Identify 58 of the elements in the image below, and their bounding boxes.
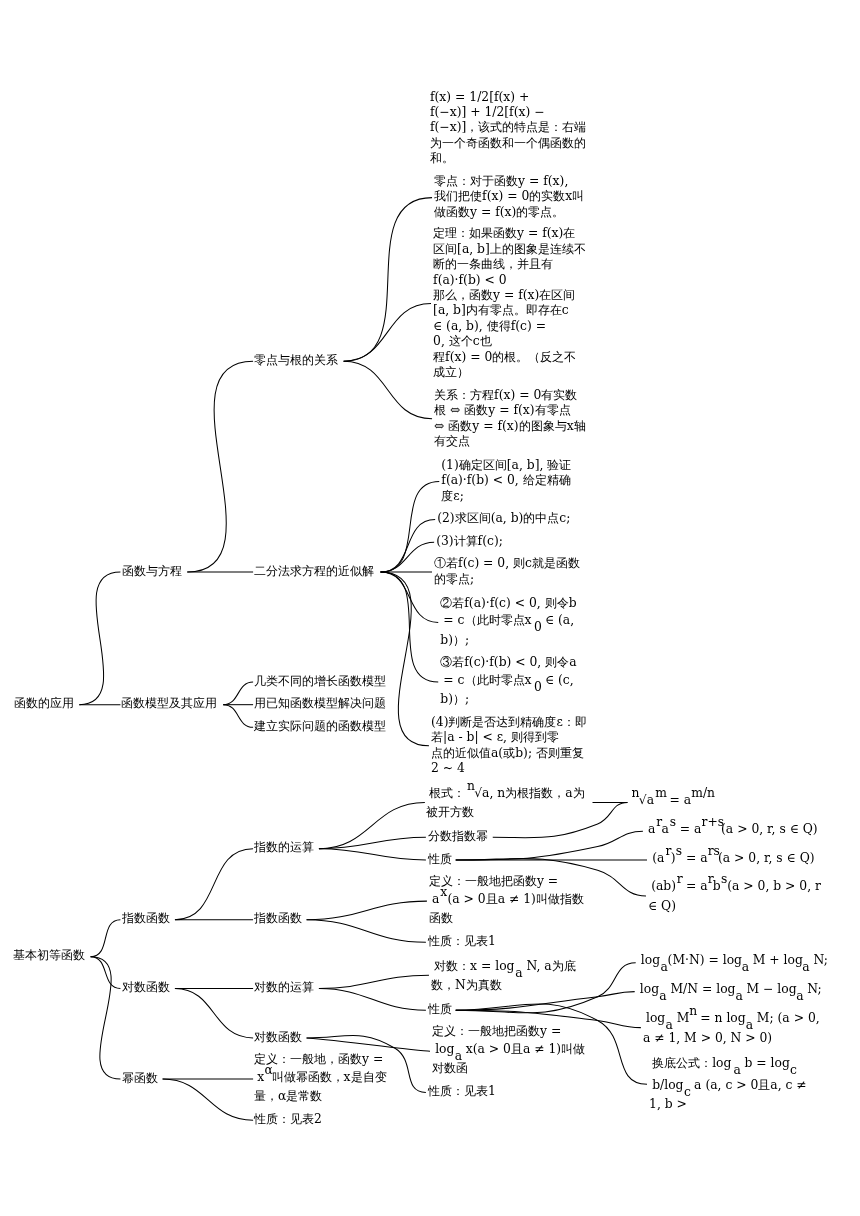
node-text: 对数函数: [254, 1029, 303, 1044]
node-text: 函数与方程: [122, 563, 183, 578]
connector: [380, 519, 436, 573]
node-text: 定理：如果函数y = f(x)在区间[a, b]上的图象是连续不断的一条曲线，并且有f(a)·f(b) < 0 那么，函数y = f(x)在区间[a, b]内有零点。即存在c ∈ (a, b), 使得f(c) = 0, 这个c也 程f(x) = 0的根。（反之不成立）: [433, 226, 586, 380]
node-text: 二分法求方程的近似解: [254, 563, 375, 578]
node-text: 性质：见表2: [254, 1111, 322, 1126]
node-text: 性质：见表1: [427, 1084, 496, 1099]
connector: [306, 919, 427, 943]
connector: [186, 571, 254, 573]
connector: [306, 1034, 427, 1093]
connector: [162, 1078, 254, 1080]
connector: [318, 988, 427, 1011]
connector: [380, 571, 433, 573]
connector: [343, 303, 432, 362]
connector: [174, 919, 254, 921]
connector: [380, 571, 439, 683]
node-text: 性质：见表1: [427, 933, 496, 948]
connector: [90, 956, 121, 1080]
connector: [318, 848, 427, 861]
connector: [186, 360, 254, 573]
connector: [380, 480, 440, 573]
label: f(x) = 1/2[f(x) + f(−x)] + 1/2[f(x) − f(−x)]，该式的特点是：右端为一个奇函数和一个偶函数的和。: [430, 89, 587, 166]
node-text: 幂函数: [122, 1070, 159, 1085]
node-text: 分数指数幂: [427, 829, 488, 844]
connector: [380, 571, 439, 623]
connector: [380, 541, 435, 573]
connector: [492, 801, 628, 839]
node-text: 性质: [427, 851, 452, 866]
connector: [343, 197, 433, 362]
node-text: 指数函数: [122, 911, 171, 926]
node-text: 零点与根的关系: [254, 352, 339, 367]
connector: [174, 988, 254, 1039]
node-text: (1)确定区间[a, b], 验证f(a)·f(b) < 0, 给定精确度ε;: [441, 457, 572, 503]
connector: [455, 858, 647, 897]
connector: [343, 360, 433, 420]
connector: [174, 848, 254, 921]
node-text: 指数的运算: [254, 840, 315, 855]
connector: [78, 571, 121, 706]
node-text: 基本初等函数: [13, 948, 86, 963]
connector: [222, 704, 254, 728]
node-text: 关系：方程f(x) = 0有实数根 ⇔ 函数y = f(x)有零点 ⇔ 函数y = f(x)的图象与x轴有交点: [434, 387, 586, 449]
node-text: (3)计算f(c);: [436, 533, 503, 548]
node-text: 建立实际问题的函数模型: [254, 718, 387, 733]
node-text: 用已知函数模型解决问题: [254, 696, 387, 711]
connector: [455, 1003, 648, 1085]
connector: [78, 704, 121, 706]
node-text: ①若f(c) = 0, 则c就是函数的零点;: [434, 556, 580, 586]
node-text: (2)求区间(a, b)的中点c;: [437, 511, 571, 526]
node-text: 函数的应用: [14, 696, 75, 711]
node-text: 对数的运算: [254, 980, 315, 995]
node-text: 对数函数: [122, 980, 171, 995]
connector: [162, 1078, 254, 1121]
node-text: 几类不同的增长函数模型: [254, 673, 387, 688]
node-text: 函数模型及其应用: [121, 696, 218, 711]
node-text: 指数函数: [254, 911, 303, 926]
node-text: 零点：对于函数y = f(x), 我们把使f(x) = 0的实数x叫做函数y = f(x)的零点。: [434, 173, 585, 219]
node-text: 性质: [427, 1001, 452, 1016]
connector: [380, 571, 430, 747]
